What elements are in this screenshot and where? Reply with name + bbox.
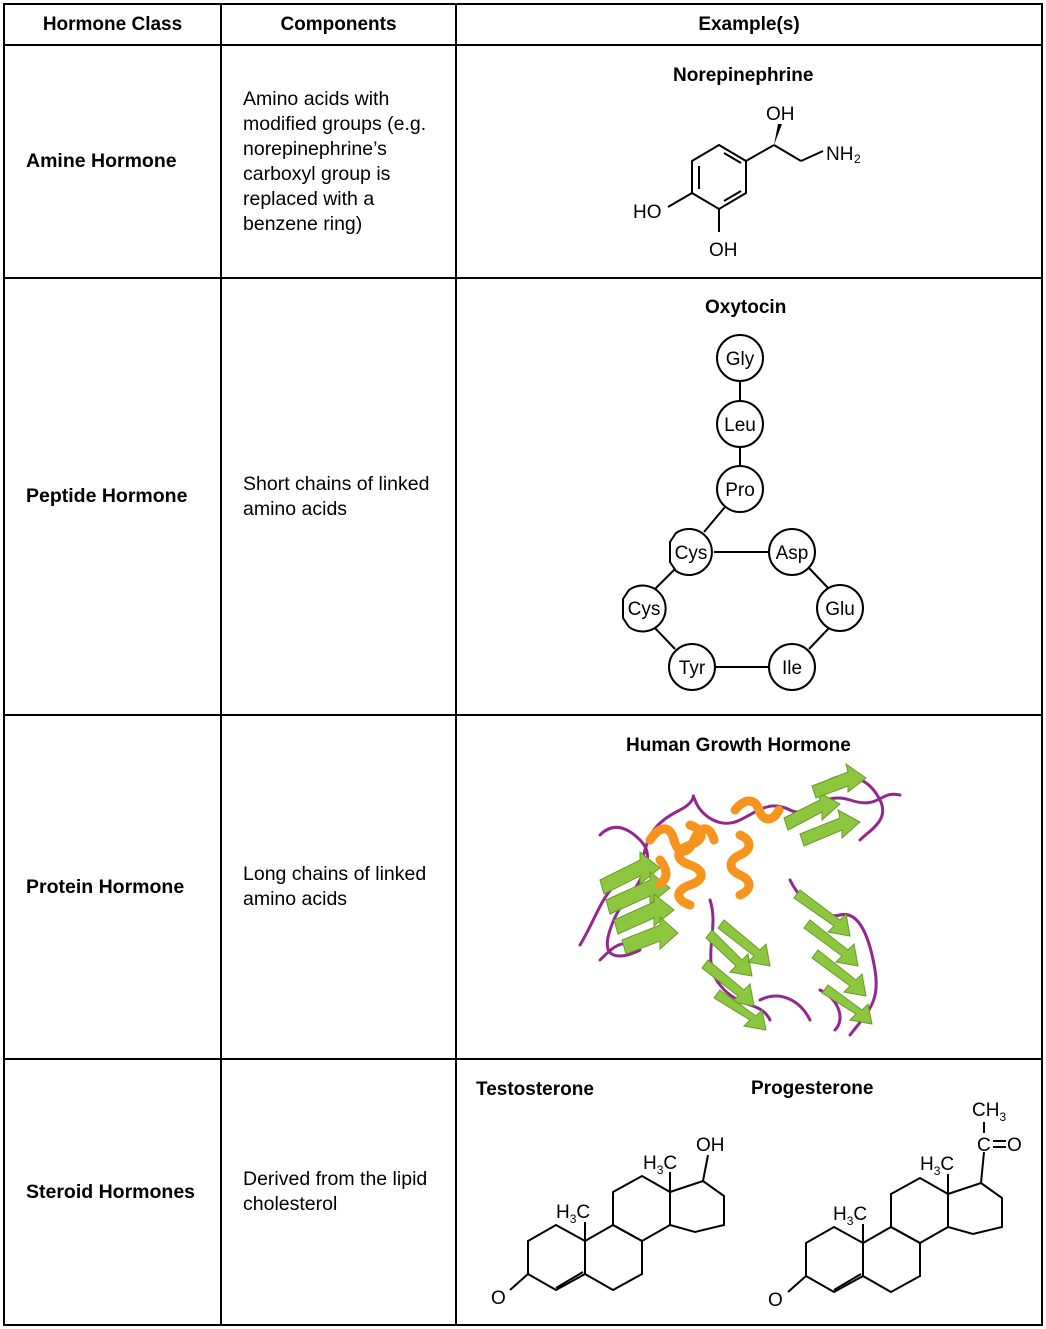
example-title-testosterone: Testosterone <box>476 1079 594 1100</box>
norepi-oh-top: OH <box>766 104 795 125</box>
residue-pro-node <box>716 465 764 513</box>
residue-glu-node <box>816 584 864 632</box>
residue-ile-node <box>768 643 816 691</box>
hormone-class-protein: Protein Hormone <box>26 875 185 898</box>
progesterone-h3c-bottom: H3C <box>833 1204 867 1228</box>
components-protein: Long chains of linked amino acids <box>243 863 427 910</box>
testosterone-o: O <box>491 1288 506 1309</box>
row-divider <box>5 44 1041 46</box>
row-divider <box>5 1058 1041 1060</box>
residue-cys-node <box>669 528 713 576</box>
testosterone-h3c-top: H3C <box>643 1153 677 1177</box>
example-title-norepinephrine: Norepinephrine <box>673 65 814 86</box>
components-steroid: Derived from the lipid cholesterol <box>243 1168 428 1215</box>
hormone-class-amine: Amine Hormone <box>26 150 177 172</box>
norepi-nh2: NH <box>826 144 853 165</box>
progesterone-ch3: CH3 <box>972 1100 1006 1124</box>
residue-glu: Glu <box>825 599 855 620</box>
residue-tyr: Tyr <box>679 658 706 679</box>
row-divider <box>5 714 1041 716</box>
norepi-ho: HO <box>633 202 662 223</box>
progesterone-o: O <box>768 1290 783 1311</box>
norepi-oh-bottom: OH <box>709 240 738 261</box>
example-title-hgh: Human Growth Hormone <box>626 735 851 756</box>
hormone-table: Hormone Class Components Example(s) Amin… <box>3 3 1043 1326</box>
hgh-alpha-helices <box>645 796 784 910</box>
components-amine: Amino acids with modified groups (e.g. n… <box>243 87 427 235</box>
residue-cys: Cys <box>675 543 708 564</box>
residue-gly-node <box>716 334 764 382</box>
progesterone-h3c-top: H3C <box>920 1154 954 1178</box>
residue-leu-node <box>716 400 764 448</box>
residue-gly: Gly <box>726 349 755 370</box>
row-divider <box>5 277 1041 279</box>
progesterone-c: C <box>977 1135 991 1156</box>
example-title-oxytocin: Oxytocin <box>705 297 787 318</box>
column-divider <box>220 5 222 1324</box>
residue-cys-2: Cys <box>628 599 661 620</box>
column-divider <box>455 5 457 1324</box>
residue-pro: Pro <box>725 480 755 501</box>
testosterone-oh: OH <box>696 1135 725 1156</box>
testosterone-structure <box>509 1154 725 1292</box>
hormone-class-steroid: Steroid Hormones <box>26 1180 196 1203</box>
header-components: Components <box>280 13 397 35</box>
hormone-class-peptide: Peptide Hormone <box>26 485 188 507</box>
progesterone-structure <box>787 1122 1006 1294</box>
residue-cys2-node <box>622 584 667 633</box>
residue-asp-node <box>768 528 816 576</box>
residue-tyr-node <box>668 643 716 691</box>
residue-asp: Asp <box>776 543 809 564</box>
norepi-nh2-sub: 2 <box>854 152 861 166</box>
progesterone-o-carbonyl: O <box>1007 1135 1022 1156</box>
header-hormone-class: Hormone Class <box>42 13 183 35</box>
residue-leu: Leu <box>724 415 756 436</box>
header-examples: Example(s) <box>698 13 800 35</box>
testosterone-h3c-bottom: H3C <box>556 1202 590 1226</box>
residue-ile: Ile <box>782 658 802 679</box>
example-title-progesterone: Progesterone <box>751 1078 874 1099</box>
components-peptide: Short chains of linked amino acids <box>243 472 430 520</box>
hgh-beta-sheets <box>599 762 873 1031</box>
